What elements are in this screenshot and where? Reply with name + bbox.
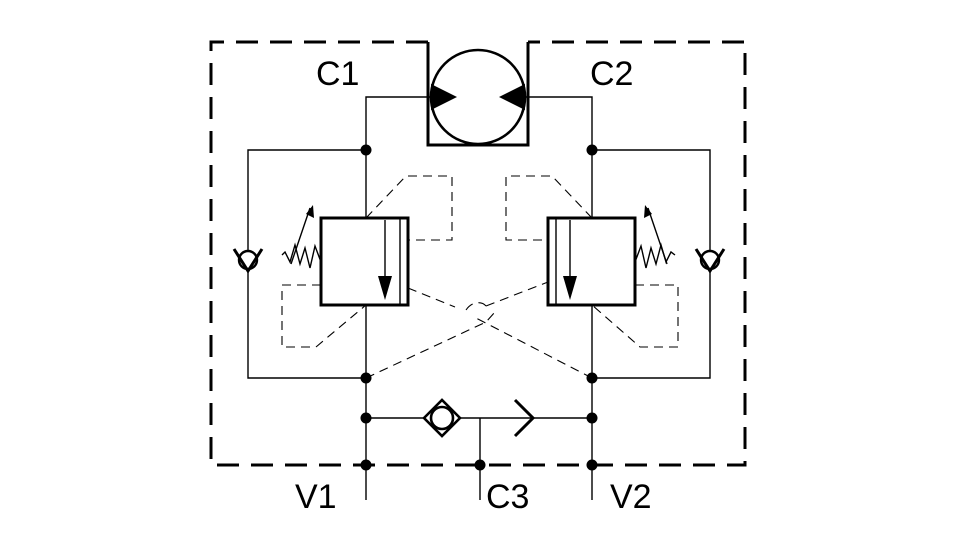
motor-triangle-right xyxy=(499,84,525,110)
port-label-c3: C3 xyxy=(486,478,530,516)
junction-dot xyxy=(360,372,372,384)
left-check-valve xyxy=(232,248,264,274)
port-label-v1: V1 xyxy=(295,478,337,516)
junction-dot xyxy=(474,459,486,471)
port-label-c2: C2 xyxy=(590,55,634,93)
pilot-lines xyxy=(281,175,679,379)
left-spring-adjust xyxy=(281,205,322,269)
shuttle-valve xyxy=(422,398,536,438)
junction-dot xyxy=(586,412,598,424)
left-counterbalance-valve xyxy=(319,216,410,307)
main-lines xyxy=(365,96,593,500)
right-valve-arrow xyxy=(563,276,577,300)
port-label-v2: V2 xyxy=(610,478,652,516)
right-spring-adjust xyxy=(634,205,676,269)
port-label-c1: C1 xyxy=(316,55,360,93)
junction-dots xyxy=(360,144,598,471)
motor-symbol xyxy=(429,48,527,146)
motor-triangle-left xyxy=(431,84,457,110)
right-check-valve xyxy=(694,248,726,274)
junction-dot xyxy=(586,372,598,384)
junction-dot xyxy=(360,412,372,424)
junction-dot xyxy=(360,459,372,471)
junction-dot xyxy=(586,459,598,471)
right-counterbalance-valve xyxy=(546,216,637,307)
junction-dot xyxy=(360,144,372,156)
left-valve-arrow xyxy=(378,276,392,300)
junction-dot xyxy=(586,144,598,156)
